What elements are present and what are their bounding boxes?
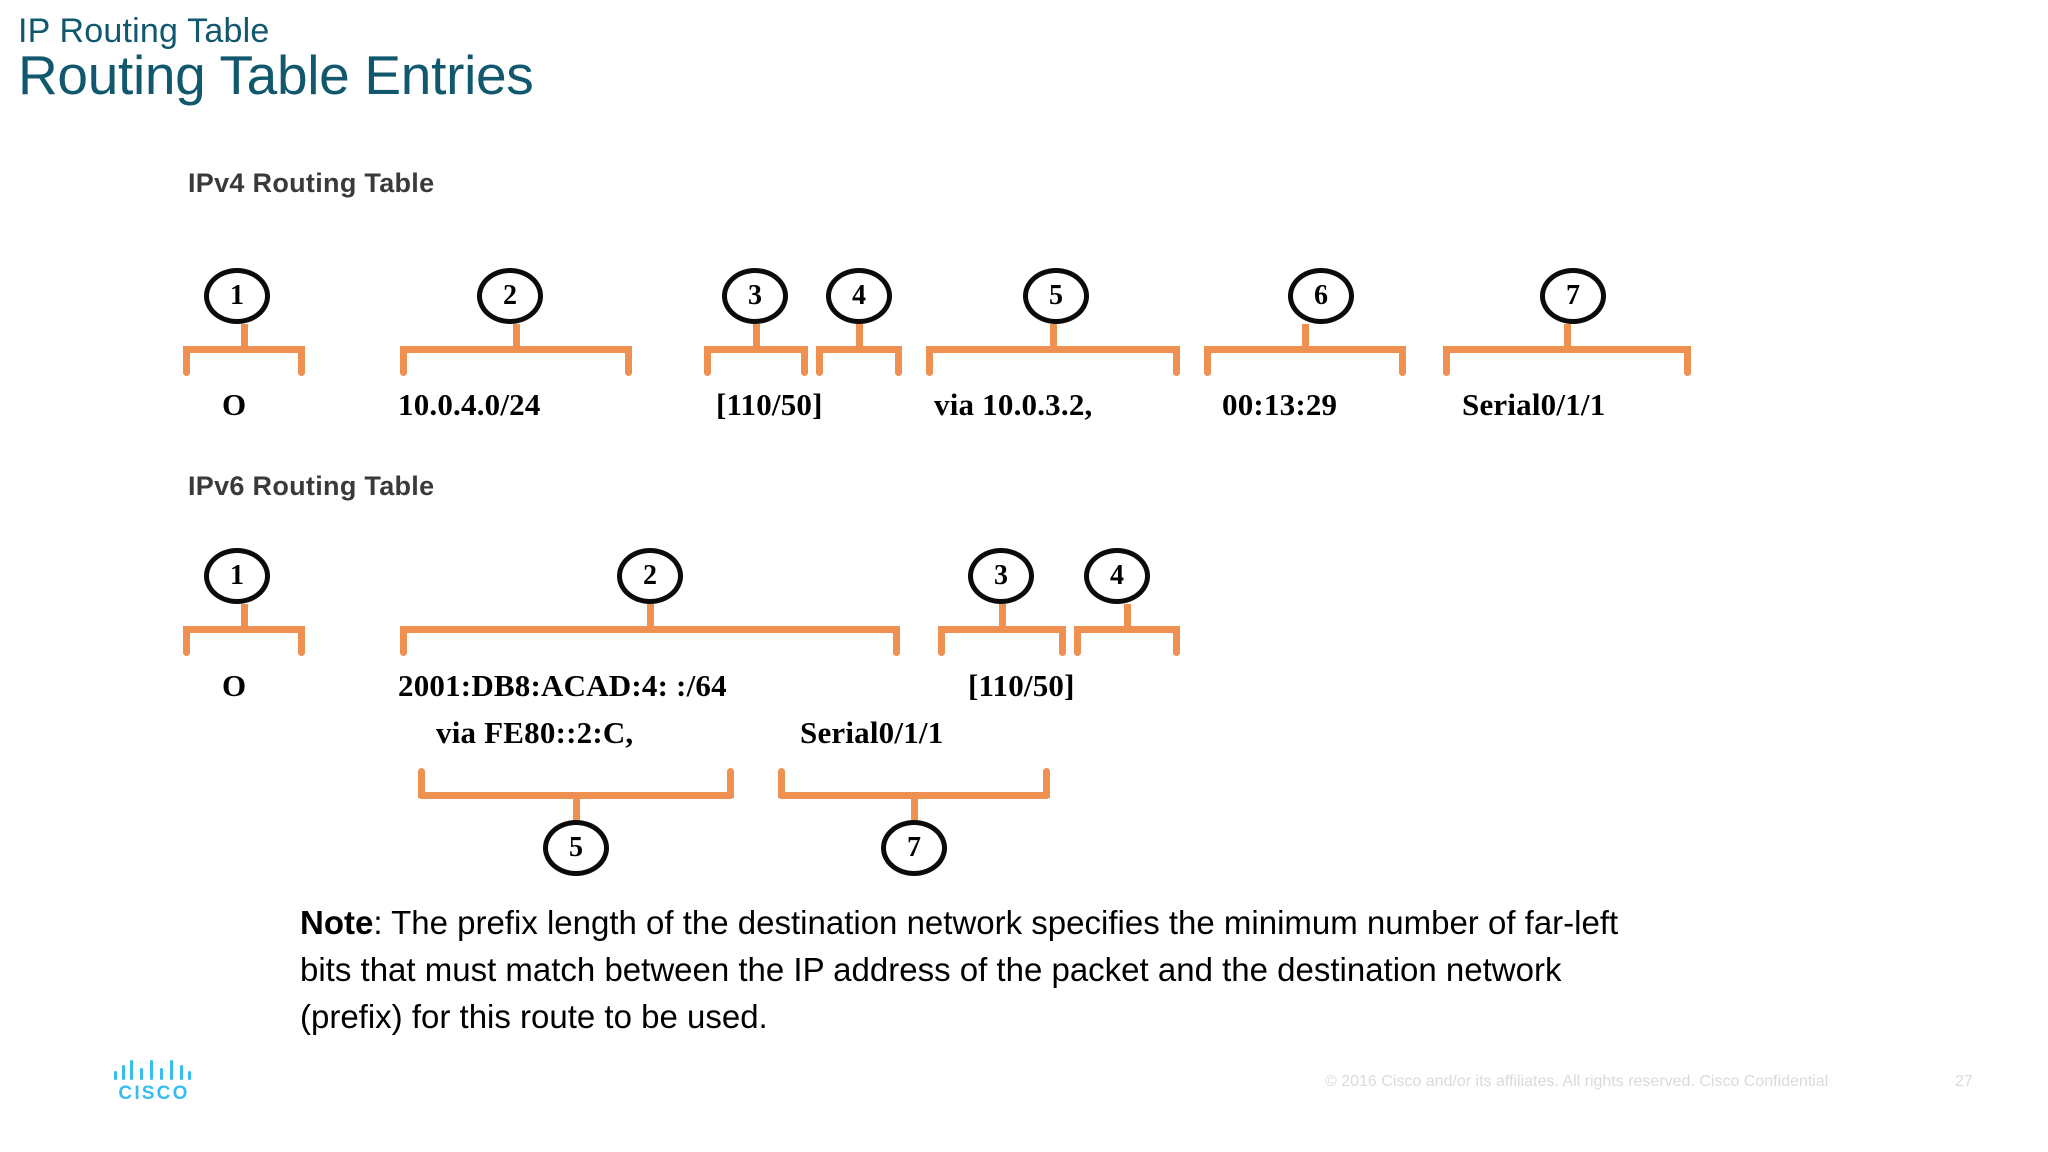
marker-circle-ipv4-4: 4 bbox=[826, 268, 892, 324]
marker-circle-ipv6-2: 2 bbox=[617, 548, 683, 604]
slide-header: IP Routing Table Routing Table Entries bbox=[18, 12, 534, 106]
bracket-ipv6-1 bbox=[183, 604, 305, 656]
label-ipv6-5: via FE80::2:C, bbox=[436, 715, 634, 750]
label-ipv4-7: Serial0/1/1 bbox=[1462, 387, 1606, 422]
marker-circle-ipv4-7: 7 bbox=[1540, 268, 1606, 324]
bracket-ipv4-7 bbox=[1443, 324, 1691, 376]
footer-copyright: © 2016 Cisco and/or its affiliates. All … bbox=[1325, 1073, 1829, 1090]
note-lead-label: Note bbox=[300, 904, 374, 941]
label-ipv4-3: [110/50] bbox=[716, 387, 823, 422]
marker-circle-ipv6-1: 1 bbox=[204, 548, 270, 604]
marker-circle-ipv6-7: 7 bbox=[881, 820, 947, 876]
cisco-logo: CISCO bbox=[112, 1060, 196, 1106]
slide-eyebrow-title: IP Routing Table bbox=[18, 12, 270, 50]
bracket-ipv4-1 bbox=[183, 324, 305, 376]
page-title: Routing Table Entries bbox=[18, 43, 534, 106]
bracket-ipv4-6 bbox=[1204, 324, 1406, 376]
ipv4-section-heading: IPv4 Routing Table bbox=[188, 168, 435, 198]
marker-circle-ipv6-4: 4 bbox=[1084, 548, 1150, 604]
marker-circle-ipv6-3: 3 bbox=[968, 548, 1034, 604]
label-ipv6-2: 2001:DB8:ACAD:4: :/64 bbox=[398, 668, 727, 703]
cisco-wordmark: CISCO bbox=[118, 1083, 190, 1104]
label-ipv6-7: Serial0/1/1 bbox=[800, 715, 944, 750]
marker-circle-ipv6-5: 5 bbox=[543, 820, 609, 876]
bracket-ipv6-2 bbox=[400, 604, 900, 656]
bracket-ipv6-3 bbox=[938, 604, 1066, 656]
note-body-text: : The prefix length of the destination n… bbox=[300, 904, 1619, 1035]
cisco-bridge-bars-icon bbox=[112, 1060, 196, 1080]
note-paragraph: Note: The prefix length of the destinati… bbox=[300, 900, 1620, 1041]
label-ipv4-5: via 10.0.3.2, bbox=[934, 387, 1093, 422]
label-ipv4-1: O bbox=[222, 387, 247, 422]
marker-circle-ipv4-5: 5 bbox=[1023, 268, 1089, 324]
label-ipv6-3: [110/50] bbox=[968, 668, 1075, 703]
marker-circle-ipv4-3: 3 bbox=[722, 268, 788, 324]
bracket-ipv4-3 bbox=[704, 324, 808, 376]
bracket-ipv4-5 bbox=[926, 324, 1180, 376]
label-ipv4-2: 10.0.4.0/24 bbox=[398, 387, 541, 422]
ipv6-section-heading: IPv6 Routing Table bbox=[188, 471, 435, 501]
footer-page-number: 27 bbox=[1955, 1073, 1973, 1090]
label-ipv6-1: O bbox=[222, 668, 247, 703]
bracket-ipv6-7 bbox=[778, 768, 1050, 820]
marker-circle-ipv4-6: 6 bbox=[1288, 268, 1354, 324]
marker-circle-ipv4-1: 1 bbox=[204, 268, 270, 324]
bracket-ipv6-4 bbox=[1074, 604, 1180, 656]
bracket-ipv4-4 bbox=[816, 324, 902, 376]
label-ipv4-6: 00:13:29 bbox=[1222, 387, 1338, 422]
bracket-ipv4-2 bbox=[400, 324, 632, 376]
bracket-ipv6-5 bbox=[418, 768, 734, 820]
marker-circle-ipv4-2: 2 bbox=[477, 268, 543, 324]
